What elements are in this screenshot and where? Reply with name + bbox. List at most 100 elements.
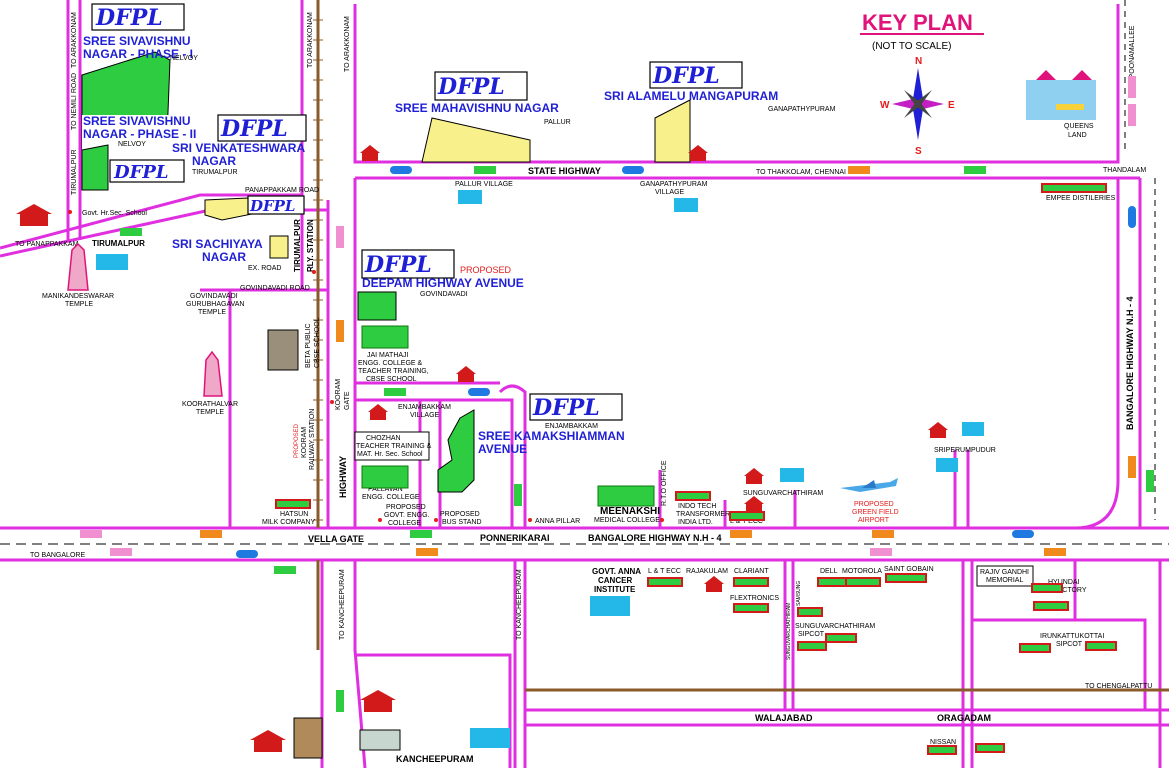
factory-icon [797, 607, 823, 617]
label-to-kancheepuram-1: TO KANCHEEPURAM [339, 569, 346, 640]
road-panappakkam [0, 193, 302, 250]
school-icon [590, 596, 630, 616]
school-icon [96, 254, 128, 270]
bus-icon [336, 226, 344, 248]
place-pallur-village: PALLUR VILLAGE [455, 181, 513, 188]
dfpl-logo-box-6 [649, 61, 743, 89]
place-pallavan-1: PALLAVAN [368, 486, 403, 493]
place-irunkattu-2: SIPCOT [1056, 641, 1083, 648]
place-meenakshi-2: MEDICAL COLLEGE [594, 517, 660, 524]
factory-icon [275, 499, 311, 509]
dfpl-logo-8: DFPL [532, 395, 600, 421]
dfpl-logo-4: DFPL [249, 197, 295, 215]
project-mahavishnu: SREE MAHAVISHNU NAGAR [395, 101, 559, 115]
factory-icon [729, 511, 765, 521]
airplane-icon [840, 478, 898, 492]
school-icon [470, 728, 510, 748]
bus-icon [120, 228, 142, 236]
place-tirumalpur-rly-2: RLY. STATION [306, 219, 315, 272]
truck-icon [1128, 456, 1136, 478]
truck-icon [200, 530, 222, 538]
place-rajiv-2: MEMORIAL [986, 577, 1023, 584]
place-enjambakkam-r: ENJAMBAKKAM [545, 423, 598, 430]
plot-alamelu [654, 99, 691, 163]
dfpl-logo-6: DFPL [652, 63, 720, 89]
house-icon [368, 404, 388, 420]
place-sungu: SUNGUVARCHATHIRAM [743, 490, 823, 497]
plot-kamakshi [437, 409, 475, 493]
factory-icon [647, 577, 683, 587]
place-indo-2: TRANSFORMER [676, 511, 730, 518]
place-ganapathypuram: GANAPATHYPURAM [768, 106, 836, 113]
place-indo-3: INDIA LTD. [678, 519, 713, 526]
school-icon [780, 468, 804, 482]
bus-icon [1146, 470, 1154, 492]
house-icon [16, 204, 52, 226]
place-proposed-kooram-1: PROPOSED [294, 423, 300, 458]
plot-deepam [357, 291, 397, 321]
temple-icon [203, 350, 223, 397]
vehicle-icons [80, 76, 1154, 712]
place-govt-anna-1: GOVT. ANNA [592, 567, 641, 576]
project-alamelu: SRI ALAMELU MANGAPURAM [604, 89, 778, 103]
factory-icon [1041, 183, 1107, 193]
place-anna-pillar: ANNA PILLAR [535, 518, 580, 525]
house-icon [360, 145, 380, 161]
dfpl-logo-box-1 [91, 3, 185, 31]
key-plan-subtitle: (NOT TO SCALE) [872, 41, 951, 52]
railway-ties [313, 19, 323, 521]
dfpl-logo-7: DFPL [364, 252, 432, 278]
place-prop-govt-2: GOVT. ENGG. [384, 512, 430, 519]
dfpl-logo-box-4 [247, 195, 305, 215]
place-thandalam: THANDALAM [1103, 167, 1146, 174]
place-hatsun-1: HATSUN [280, 511, 308, 518]
label-to-arakkonam-1: TO ARAKKONAM [71, 12, 78, 68]
road-small-loop [498, 384, 527, 528]
label-ex-road: EX. ROAD [248, 265, 281, 272]
place-lt-ecc: L & T ECC [730, 518, 763, 525]
house-icon [456, 366, 476, 382]
bus-icon [514, 484, 522, 506]
place-motorola: MOTOROLA [842, 568, 882, 575]
dfpl-logo-box-2 [217, 114, 307, 142]
project-sachiyaya-l1: SRI SACHIYAYA [172, 237, 263, 251]
label-ponnerikarai: PONNERIKARAI [480, 533, 550, 543]
factory-icon [733, 603, 769, 613]
place-indo-1: INDO TECH [678, 503, 716, 510]
label-to-poonamallee: TO POONAMALLEE [1129, 25, 1136, 90]
place-clariant: CLARIANT [734, 568, 769, 575]
dfpl-logo-5: DFPL [437, 74, 505, 100]
place-saint-gobain: SAINT GOBAIN [884, 566, 934, 573]
house-icon [744, 496, 764, 512]
truck-icon [416, 548, 438, 556]
school-icons [96, 190, 984, 748]
label-panappakkam-road: PANAPPAKKAM ROAD [245, 187, 319, 194]
dfpl-logos [91, 3, 743, 421]
place-koorathalvar-1: KOORATHALVAR [182, 401, 238, 408]
place-manikandeswarar-1: MANIKANDESWARAR [42, 293, 114, 300]
place-ganapathypuram-village-2: VILLAGE [655, 189, 685, 196]
park-icon [1026, 70, 1096, 120]
place-hatsun-2: MILK COMPANY [262, 519, 315, 526]
place-kooram-gate-1: KOORAM [335, 379, 342, 410]
place-govindavadi-label: GOVINDAVADI [420, 291, 468, 298]
place-manikandeswarar-2: TEMPLE [65, 301, 93, 308]
compass-s: S [915, 146, 922, 157]
place-govt-anna-3: INSTITUTE [594, 585, 636, 594]
label-oragadam: ORAGADAM [937, 713, 991, 723]
house-icon [688, 145, 708, 161]
project-venkatesh-l1: SRI VENKATESHWARA [172, 141, 305, 155]
label-highway-vertical: HIGHWAY [338, 456, 348, 498]
place-airport-1: PROPOSED [854, 501, 894, 508]
place-irunkattu-1: IRUNKATTUKOTTAI [1040, 633, 1104, 640]
project-kamakshi-l2: AVENUE [478, 442, 527, 456]
place-chozhan-1: CHOZHAN [366, 435, 401, 442]
place-tirumalpur-v: TIRUMALPUR [192, 169, 238, 176]
college-icon [361, 325, 409, 349]
place-meenakshi: MEENAKSHI [600, 506, 660, 517]
temple-icon [67, 242, 89, 291]
place-sriperumpudur: SRIPERUMPUDUR [934, 447, 996, 454]
college-icons [361, 325, 655, 507]
